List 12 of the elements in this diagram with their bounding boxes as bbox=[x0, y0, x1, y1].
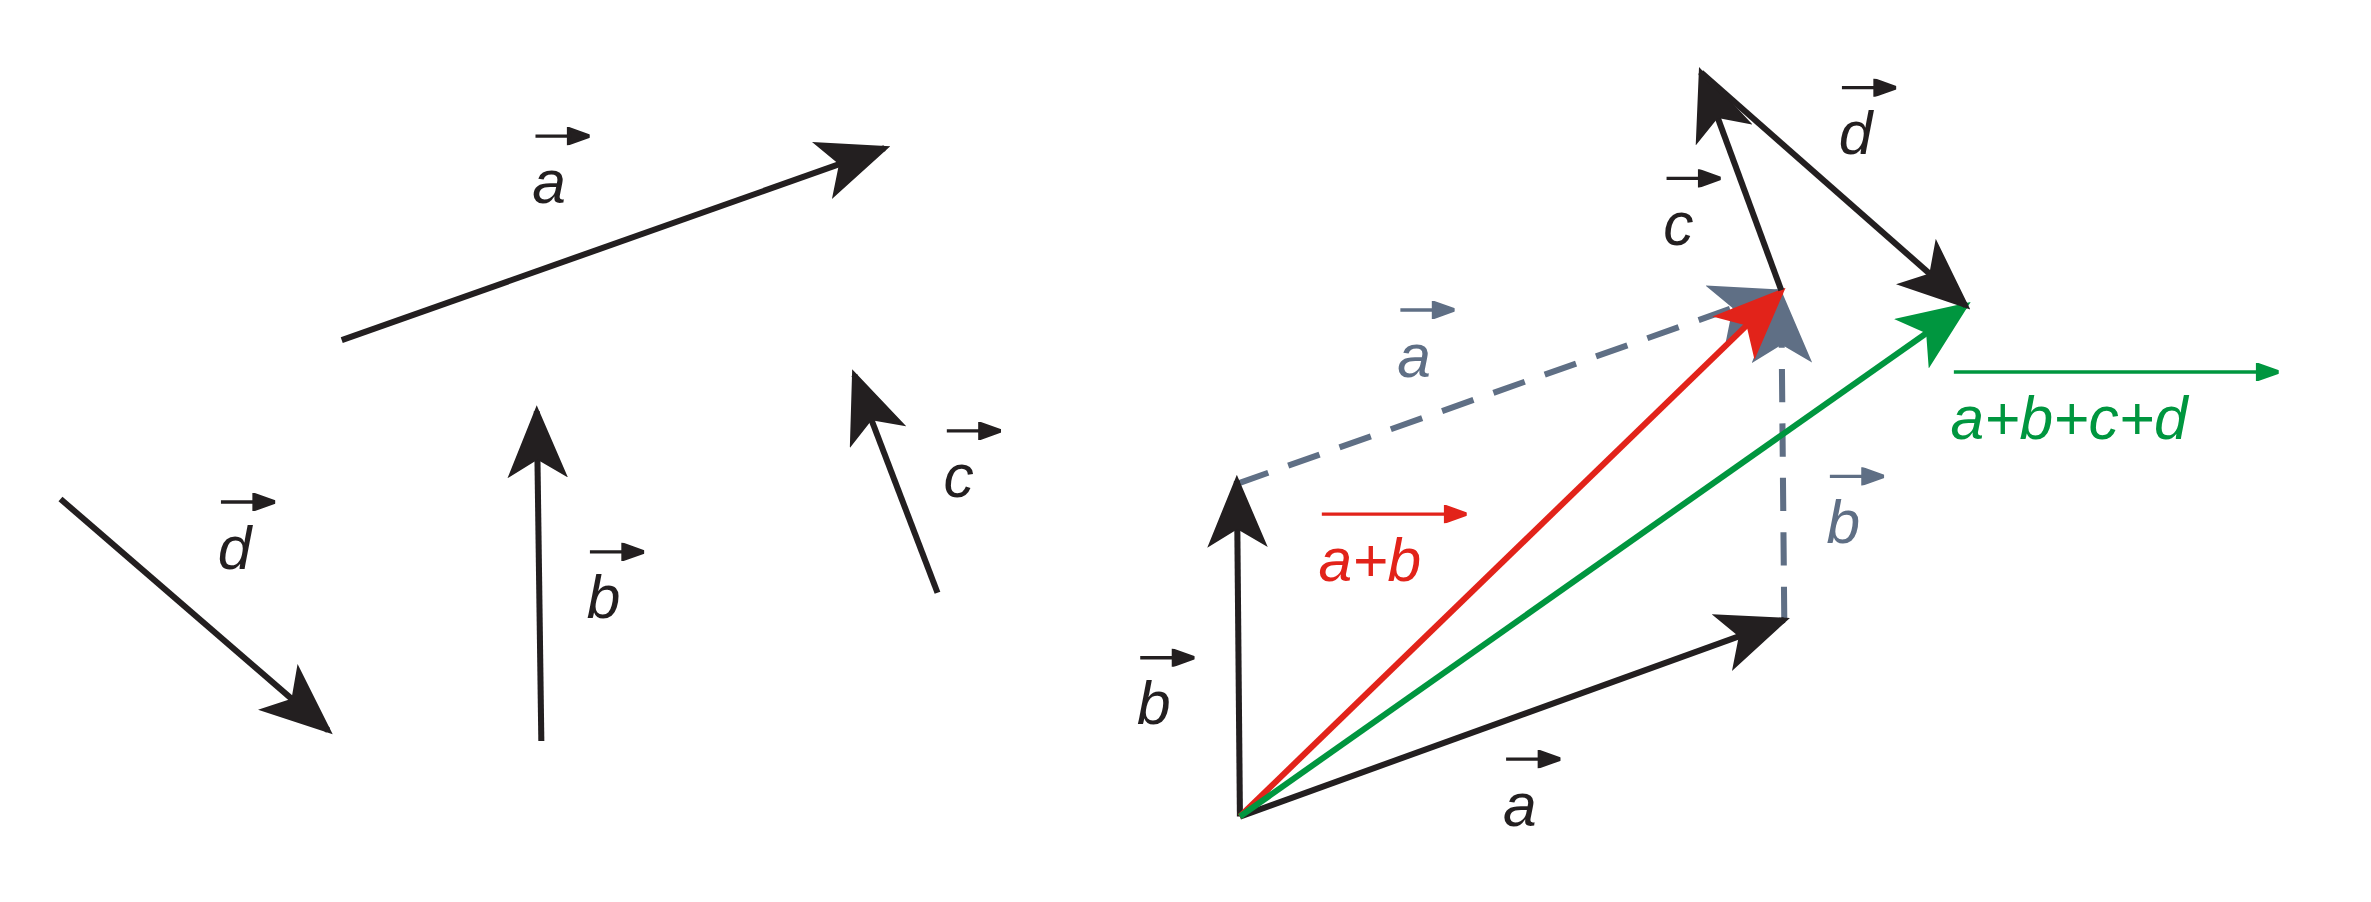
vector-label: a+b bbox=[1318, 529, 1422, 590]
vector-label: a bbox=[1397, 325, 1431, 386]
vector-label: b bbox=[1137, 672, 1171, 734]
vector-label: c bbox=[1663, 193, 1694, 255]
vector-label: d bbox=[1838, 102, 1873, 164]
vector-label: c bbox=[943, 446, 974, 507]
vector-label: b bbox=[1826, 491, 1861, 552]
vector-label: a bbox=[1503, 774, 1537, 835]
vector-label: a bbox=[532, 151, 566, 212]
vector-label: d bbox=[217, 517, 252, 578]
vector-label: a+b+c+d bbox=[1950, 387, 2188, 448]
vector-label: b bbox=[586, 567, 621, 628]
